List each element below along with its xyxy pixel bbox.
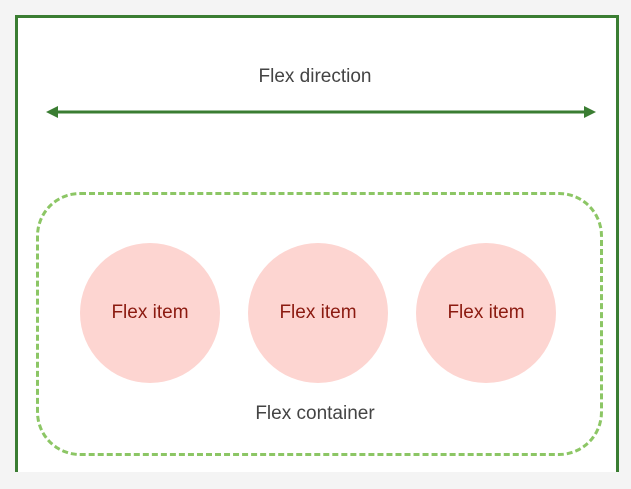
- flex-item-1: Flex item: [80, 243, 220, 383]
- flex-item-label: Flex item: [279, 302, 357, 323]
- flex-container-label: Flex container: [255, 403, 375, 424]
- flex-direction-label: Flex direction: [258, 66, 372, 87]
- flex-item-3: Flex item: [416, 243, 556, 383]
- flex-container-box: [36, 192, 603, 456]
- flex-item-2: Flex item: [248, 243, 388, 383]
- flex-item-label: Flex item: [111, 302, 189, 323]
- bottom-band: [0, 472, 631, 489]
- double-headed-arrow-icon: [46, 106, 596, 118]
- flex-item-label: Flex item: [447, 302, 525, 323]
